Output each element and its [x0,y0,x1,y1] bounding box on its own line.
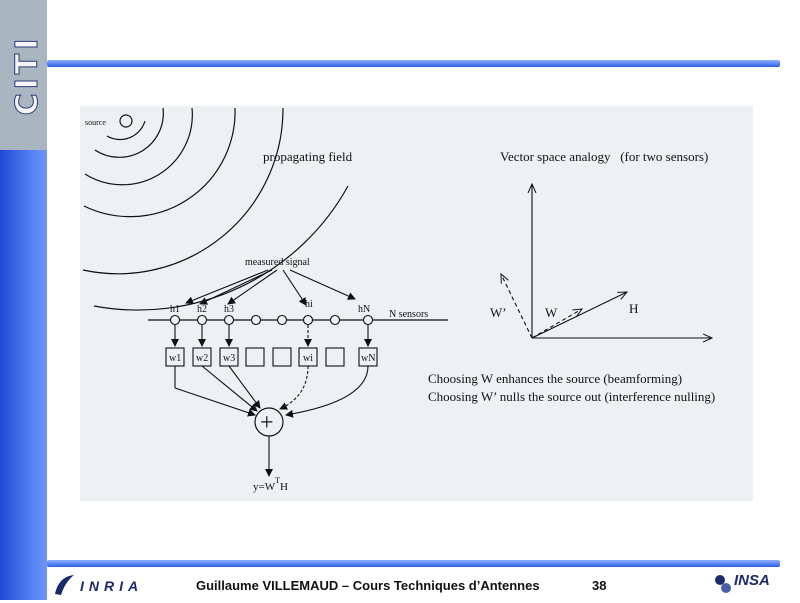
weight-box-5 [272,347,292,367]
sensor-nodes [169,314,374,326]
vector-label-h: H [629,301,638,316]
wavefronts [82,107,349,311]
weight-box-4 [245,347,265,367]
sensor-label-3: h3 [224,304,234,315]
sensor-node-4 [250,314,262,326]
caption-line-2: Choosing W’ nulls the source out (interf… [428,389,715,404]
sidebar: CITI [0,0,47,600]
insa-mark-icon [715,575,731,593]
output-label: y=WTH [253,476,288,493]
wavefront-6 [93,185,349,311]
sensor-node-6 [302,314,314,326]
wavefront-1 [106,120,146,141]
citi-logo: CITI [0,0,47,150]
weight-box-7 [325,347,345,367]
measured-arrow-h2 [199,269,273,305]
vector-label-w: W [545,305,558,320]
weight-label-i: wi [303,353,313,364]
sensor-label-1: h1 [170,304,180,315]
citi-logo-text: CITI [10,34,46,116]
measured-signal-arrows [185,269,356,306]
vector-w-prime [501,274,533,339]
caption-line-1: Choosing W enhances the source (beamform… [428,371,682,386]
inria-logo: INRIA [52,572,162,598]
sensor-label-n: hN [358,304,370,315]
summation-symbol: + [260,410,274,436]
wavefront-2 [94,107,164,158]
header-bar [47,60,780,67]
wavefront-5 [82,107,284,275]
vector-space-title: Vector space analogy (for two sensors) [500,149,708,164]
insa-logo-text: INSA [734,572,770,589]
measured-arrow-hn [289,269,356,300]
insa-logo: INSA [712,572,788,598]
sensor-to-weight-arrows [171,325,372,347]
source-circle [119,114,133,128]
output-label-sup: T [275,476,280,485]
inria-logo-text: INRIA [80,578,144,594]
page-number: 38 [592,578,607,593]
inria-mark-icon [55,575,74,595]
source-label: source [85,118,106,127]
sum-arrow-2 [201,365,258,412]
sensor-node-2 [196,314,208,326]
sum-arrow-3 [228,365,261,409]
weight-label-n: wN [361,353,375,364]
n-sensors-label: N sensors [389,309,428,320]
measured-arrow-h3 [227,269,278,305]
sensor-node-3 [223,314,235,326]
measured-signal-label: measured signal [245,257,310,268]
weight-to-sum-arrows [174,365,369,418]
footer-bar [47,560,780,567]
sum-arrow-n [285,365,369,418]
sensor-label-2: h2 [197,304,207,315]
diagram-figure: source propagating field measured signal… [80,106,753,501]
sum-arrow-1b [174,387,256,417]
vector-label-w-prime: W’ [490,305,507,320]
wavefront-4 [83,107,236,218]
weight-label-1: w1 [169,353,181,364]
vector-w [531,309,582,339]
sensor-node-7 [329,314,341,326]
diagram-svg: source propagating field measured signal… [82,107,715,493]
measured-arrow-hi [282,269,307,306]
sum-arrow-i [279,365,309,410]
propagating-field-label: propagating field [263,149,353,164]
output-label-end: H [280,481,288,493]
measured-arrow-h1 [185,269,269,305]
sensor-node-8 [362,314,374,326]
sensor-label-i: hi [305,299,313,310]
sensor-node-1 [169,314,181,326]
wavefront-3 [84,107,193,186]
output-label-main: y=W [253,481,276,493]
footer-text: Guillaume VILLEMAUD – Cours Techniques d… [196,578,540,593]
weight-label-2: w2 [196,353,208,364]
weight-label-3: w3 [223,353,235,364]
sensor-node-5 [276,314,288,326]
weight-boxes [165,347,378,367]
